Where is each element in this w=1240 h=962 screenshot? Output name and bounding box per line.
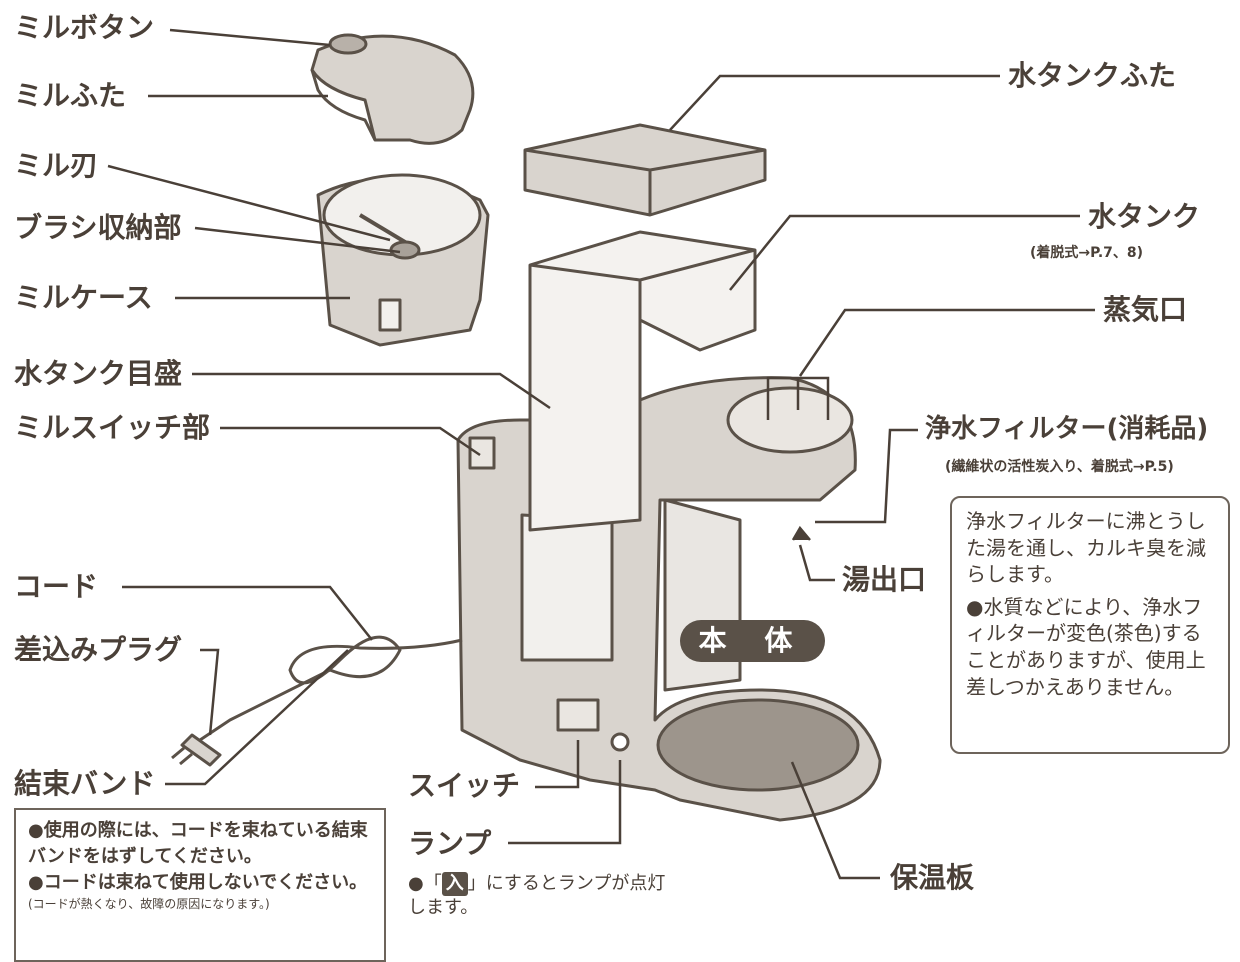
cord-caution-2-text: コードは束ねて使用しないでください。 [43,872,368,894]
tank-note: (着脱式→P.7、8) [1030,245,1144,261]
body-drawing [456,376,882,822]
lamp-label: ランプ [408,827,492,860]
plug-label: 差込みプラグ [14,633,183,666]
on-key-badge: 入 [441,872,468,897]
tank-lid-label: 水タンクふた [1008,59,1177,92]
filter-note: (繊維状の活性炭入り、着脱式→P.5) [945,459,1174,475]
cord-caution-1: ●使用の際には、コードを束ねている結束バンドをはずしてください。 [28,820,368,868]
filter-label: 浄水フィルター(消耗品) [925,414,1209,444]
mill-case-label: ミルケース [14,281,153,314]
tank-lid-drawing [523,123,767,217]
spout-label: 湯出口 [842,563,927,596]
cord-caution-1-text: 使用の際には、コードを束ねている結束バンドをはずしてください。 [28,820,368,868]
switch-label: スイッチ [408,769,521,802]
lamp-note-post: 」にするとランプが点灯します。 [408,873,666,919]
filter-info-text: 浄水フィルターに沸とうした湯を通し、カルキ臭を減らします。 [966,509,1206,587]
lamp-note: ●「入」にするとランプが点灯します。 [408,872,678,921]
mill-lid-label: ミルふた [14,79,127,112]
brush-storage-label: ブラシ収納部 [14,211,182,244]
mill-blade-label: ミル刃 [14,149,99,182]
mill-switch-label: ミルスイッチ部 [14,411,211,444]
binding-band-label: 結束バンド [14,767,156,800]
cord-caution-box: ●使用の際には、コードを束ねている結束バンドをはずしてください。 ●コードは束ね… [14,808,386,962]
cord-drawing [171,635,463,767]
cord-caution-small: (コードが熱くなり、故障の原因になります。) [28,897,270,912]
cord-caution-2: ●コードは束ねて使用しないでください。 [28,872,368,894]
cord-label: コード [14,570,99,603]
mill-lid-drawing [310,33,475,145]
warmer-plate-label: 保温板 [890,861,975,894]
steam-vent-label: 蒸気口 [1103,293,1188,326]
water-tank-drawing [528,230,757,532]
tank-label: 水タンク [1088,200,1201,233]
mill-case-drawing [316,173,490,347]
filter-info-box: 浄水フィルターに沸とうした湯を通し、カルキ臭を減らします。 水質などにより、浄水… [950,496,1230,754]
filter-info-bullet: 水質などにより、浄水フィルターが変色(茶色)することがありますが、使用上差しつか… [966,594,1214,700]
mill-button-label: ミルボタン [14,11,155,44]
lamp-note-pre: ●「 [408,873,442,894]
water-gauge-label: 水タンク目盛 [14,357,183,390]
body-badge: 本 体 [680,620,825,662]
